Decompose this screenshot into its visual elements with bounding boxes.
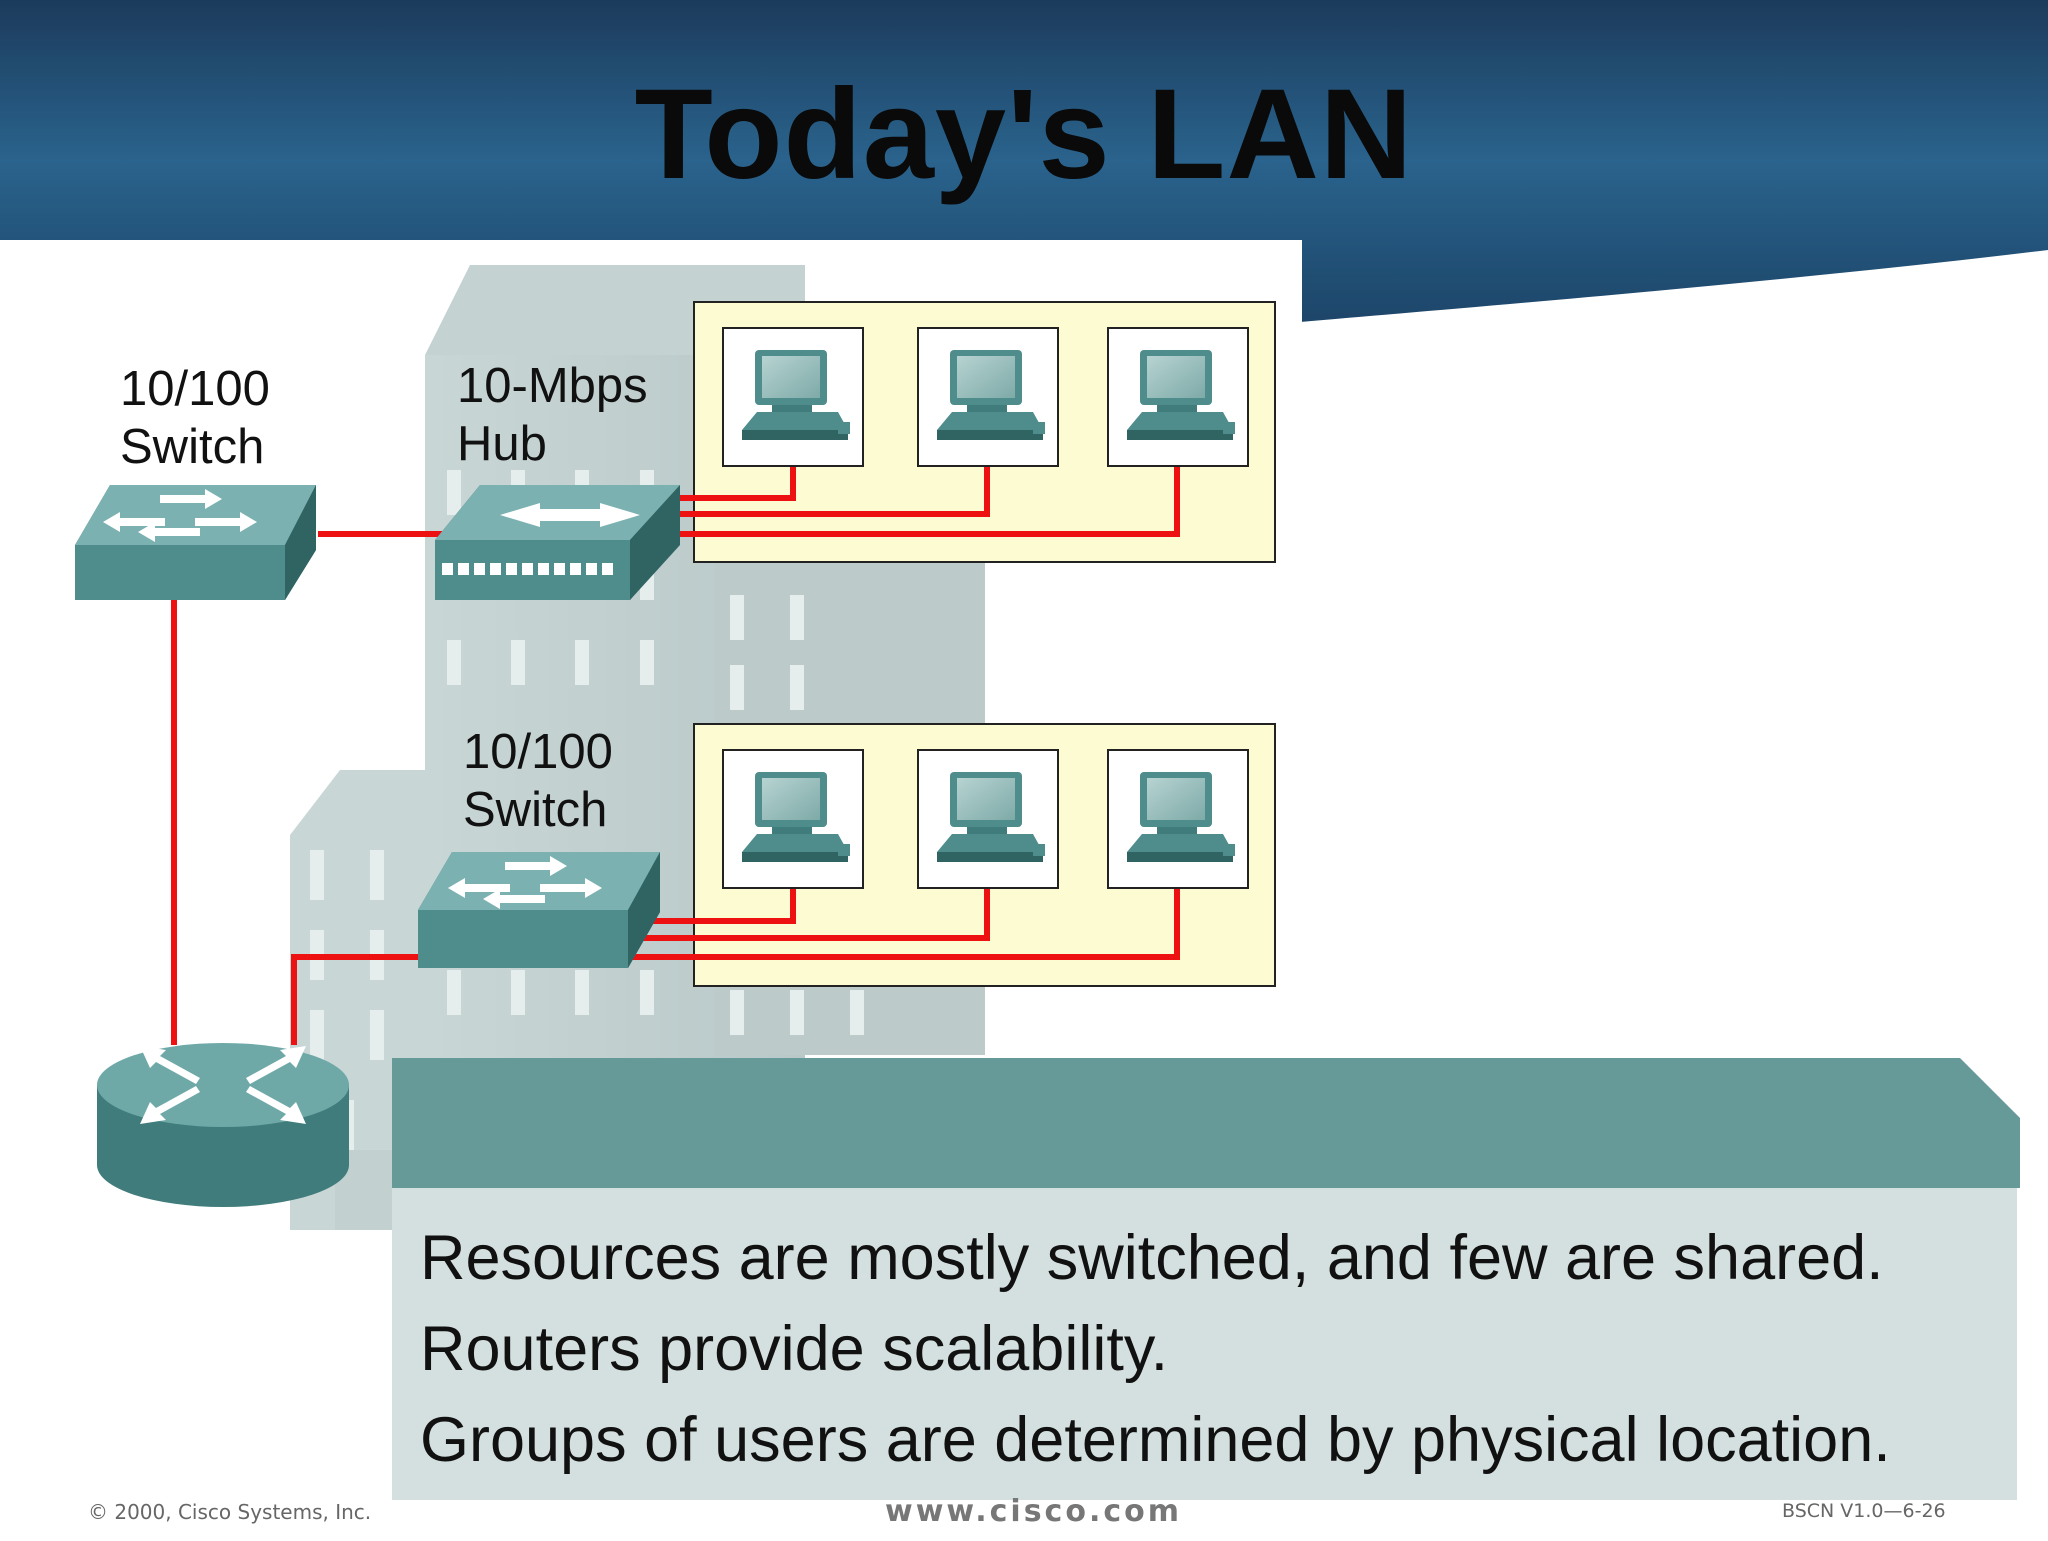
footer-copyright: © 2000, Cisco Systems, Inc. xyxy=(88,1500,372,1524)
network-links xyxy=(171,466,1180,1045)
pc-icon xyxy=(722,327,864,467)
note-1: Resources are mostly switched, and few a… xyxy=(420,1223,1884,1293)
label-hub: 10-Mbps Hub xyxy=(457,357,648,473)
hub-icon xyxy=(435,485,680,600)
pc-icon xyxy=(1107,327,1249,467)
label-switch-top-line2: Switch xyxy=(120,420,265,474)
label-switch-top-line1: 10/100 xyxy=(120,362,270,416)
label-switch-mid-line1: 10/100 xyxy=(463,725,613,779)
notes-bar xyxy=(392,1058,2020,1188)
label-hub-line2: Hub xyxy=(457,417,547,471)
footer-url: www.cisco.com xyxy=(885,1494,1182,1529)
slide-title: Today's LAN xyxy=(634,63,1414,206)
switch-top-icon xyxy=(75,485,316,600)
note-2: Routers provide scalability. xyxy=(420,1314,1169,1384)
notes-panel: Resources are mostly switched, and few a… xyxy=(392,1188,2017,1500)
label-hub-line1: 10-Mbps xyxy=(457,359,648,413)
pc-icon xyxy=(722,749,864,889)
pc-icon xyxy=(917,327,1059,467)
pc-icon xyxy=(1107,749,1249,889)
footer-code: BSCN V1.0—6-26 xyxy=(1782,1500,1946,1522)
label-switch-mid: 10/100 Switch xyxy=(463,723,613,839)
label-switch-top: 10/100 Switch xyxy=(120,360,270,476)
label-switch-mid-line2: Switch xyxy=(463,783,608,837)
header-banner xyxy=(0,0,2048,322)
pc-icon xyxy=(917,749,1059,889)
note-3: Groups of users are determined by physic… xyxy=(420,1405,1891,1475)
switch-mid-icon xyxy=(418,852,660,968)
pc-icons xyxy=(722,327,1249,889)
router-icon xyxy=(97,1043,349,1207)
